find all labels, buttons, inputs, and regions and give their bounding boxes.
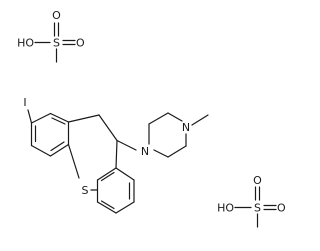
- upper-ring-inner-bond-2: [50, 141, 65, 152]
- acid2-oxygen-top-label: O: [253, 174, 262, 187]
- n-methyl-bond: [191, 114, 209, 126]
- lower-ring-inner-bond-2: [100, 200, 115, 210]
- lower-ring-bond-6: [96, 167, 117, 181]
- ch-to-lower-ring-bond: [115, 139, 118, 169]
- lower-ring-bond-4: [96, 201, 117, 214]
- piperazine-bond-5: [167, 145, 187, 158]
- ch2-bond-right: [98, 114, 118, 142]
- structure-canvas: O S O HO O S O HO I S: [17, 9, 286, 228]
- chemical-structure-diagram: O S O HO O S O HO I S: [17, 9, 286, 228]
- nitrogen-1-label: N: [141, 145, 149, 158]
- upper-ring-bond-3: [49, 143, 70, 157]
- lower-ring-inner-bond-3: [100, 171, 115, 182]
- methanesulfonic-acid-2: O S O HO: [217, 174, 286, 228]
- upper-benzene-ring: I: [23, 96, 70, 157]
- nitrogen-2-label: N: [182, 121, 190, 134]
- methylpiperazine-ring: N N: [116, 112, 209, 158]
- acid1-hydroxyl-label: HO: [17, 37, 34, 50]
- thiepine-ring-bridge: S: [67, 114, 118, 197]
- lower-ring-bond-3: [115, 201, 135, 214]
- methanesulfonic-acid-1: O S O HO: [17, 9, 85, 63]
- lower-benzene-ring: [96, 167, 135, 214]
- lower-ring-bond-1: [115, 167, 135, 181]
- acid2-oxygen-right-label: O: [277, 202, 286, 215]
- piperazine-bond-6: [153, 149, 169, 158]
- iodine-bond: [27, 109, 33, 124]
- upper-ring-bond-1: [49, 112, 70, 123]
- s-to-upper-ring-bond: [67, 143, 80, 179]
- acid1-sulfur-label: S: [53, 37, 60, 50]
- sulfur-ring-label: S: [82, 184, 89, 197]
- acid2-sulfur-label: S: [254, 202, 261, 215]
- upper-ring-bond-6: [30, 112, 52, 124]
- acid2-hydroxyl-label: HO: [217, 202, 234, 215]
- piperazine-bond-2: [148, 112, 169, 125]
- ch2-bond-left: [67, 114, 100, 123]
- upper-ring-bond-4: [30, 144, 52, 157]
- ch-to-n1-bond: [116, 139, 137, 151]
- acid1-oxygen-right-label: O: [76, 37, 85, 50]
- piperazine-bond-3: [167, 112, 183, 122]
- upper-ring-inner-bond-1: [51, 117, 66, 125]
- acid1-oxygen-top-label: O: [52, 9, 61, 22]
- iodine-label: I: [23, 96, 26, 109]
